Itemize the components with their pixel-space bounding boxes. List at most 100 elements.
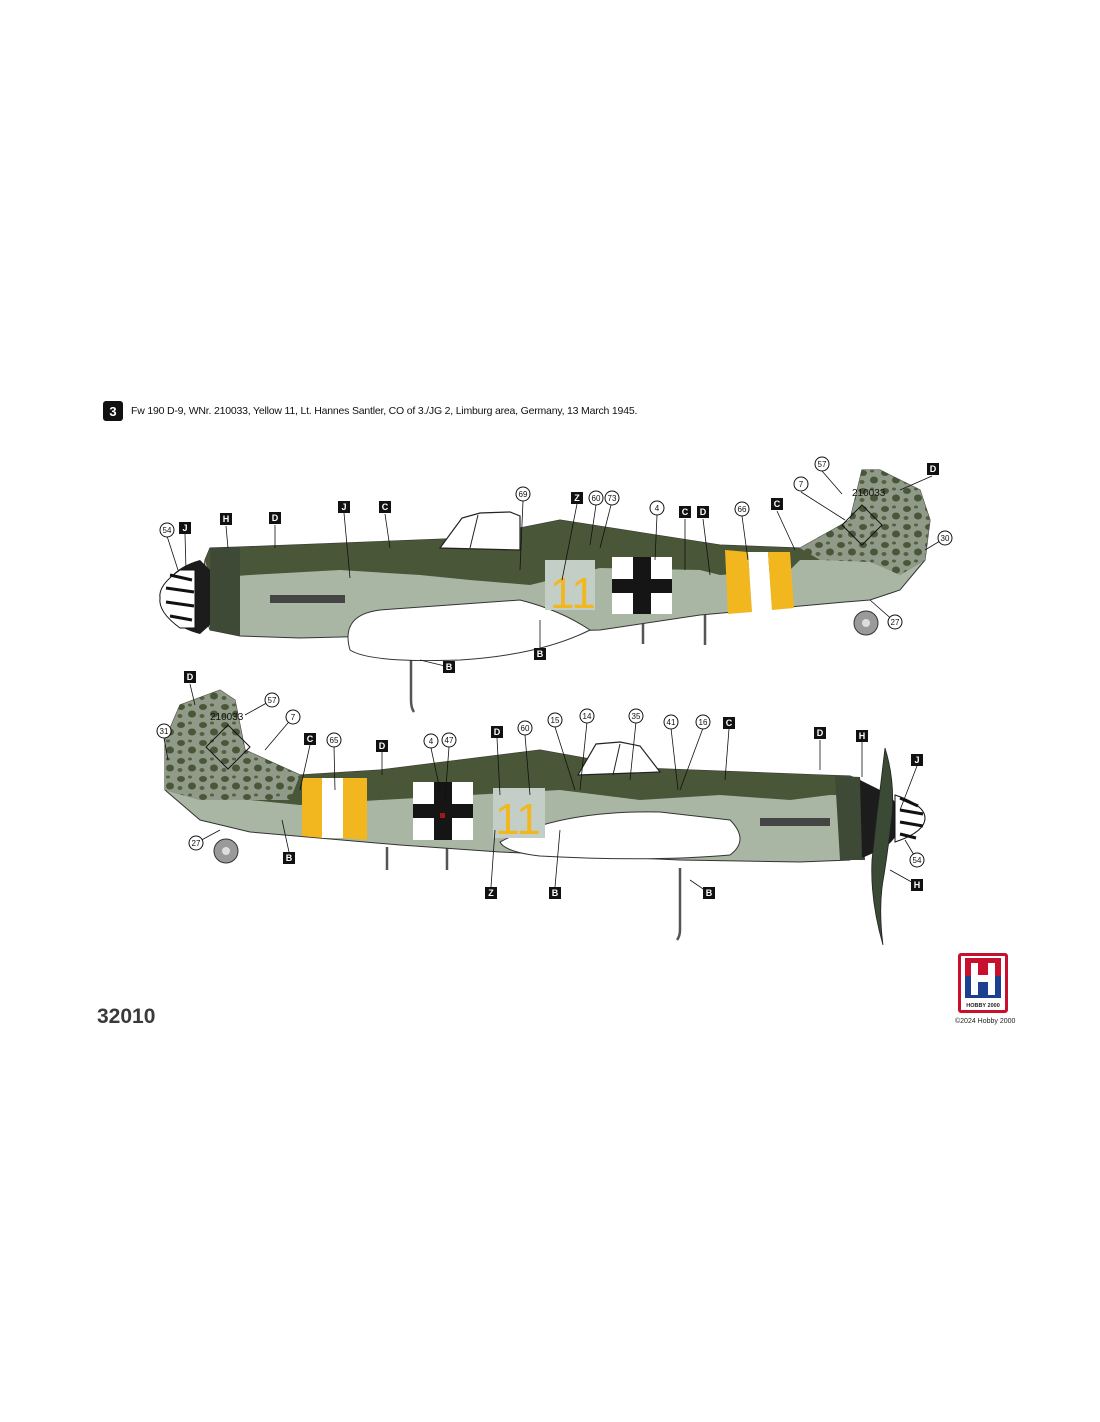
canopy-frame xyxy=(469,514,479,549)
callout-square: B xyxy=(549,887,561,899)
callout-square: H xyxy=(911,879,923,891)
callout-square: D xyxy=(491,726,503,738)
callout-circle: 73 xyxy=(604,490,620,506)
svg-text:B: B xyxy=(446,662,453,672)
callout-circle: 14 xyxy=(579,708,595,724)
svg-text:C: C xyxy=(774,499,781,509)
callout-circle: 66 xyxy=(734,501,750,517)
serial-number: 210033 xyxy=(210,712,244,723)
svg-text:60: 60 xyxy=(521,724,530,733)
hobby-2000-logo: HOBBY 2000 xyxy=(958,953,1008,1013)
callout-circle: 60 xyxy=(517,720,533,736)
svg-text:54: 54 xyxy=(913,856,922,865)
svg-text:69: 69 xyxy=(519,490,528,499)
svg-text:30: 30 xyxy=(941,534,950,543)
serial-number: 210033 xyxy=(852,488,886,499)
logo-text: HOBBY 2000 xyxy=(966,1003,1000,1009)
canopy-frame xyxy=(612,743,621,776)
copyright-notice: ©2024 Hobby 2000 xyxy=(955,1018,1016,1025)
h-logo-icon xyxy=(965,958,1001,998)
exhaust-stacks xyxy=(270,595,345,603)
tail-marking-outline xyxy=(841,504,883,546)
main-gear-leg xyxy=(409,632,416,713)
callout-circle: 65 xyxy=(326,732,342,748)
profile-number-badge: 3 xyxy=(103,401,123,421)
svg-text:D: D xyxy=(930,464,937,474)
svg-text:27: 27 xyxy=(192,839,201,848)
kit-number: 32010 xyxy=(97,1005,156,1028)
tail-mottle xyxy=(800,470,930,575)
callout-square: B xyxy=(703,887,715,899)
tail-mottle xyxy=(165,690,300,800)
svg-text:Z: Z xyxy=(574,493,580,503)
svg-text:B: B xyxy=(537,649,544,659)
svg-text:B: B xyxy=(286,853,293,863)
svg-text:14: 14 xyxy=(583,712,592,721)
svg-text:66: 66 xyxy=(738,505,747,514)
tail-wheel-hub xyxy=(862,619,870,627)
svg-text:65: 65 xyxy=(330,736,339,745)
callout-square: J xyxy=(338,501,350,513)
callout-square: D xyxy=(184,671,196,683)
callout-square: C xyxy=(679,506,691,518)
svg-text:4: 4 xyxy=(655,504,660,513)
svg-text:D: D xyxy=(494,727,501,737)
svg-text:D: D xyxy=(379,741,386,751)
aircraft-profile-right-side: 210033 11 xyxy=(164,689,926,946)
svg-text:Z: Z xyxy=(488,888,494,898)
svg-text:C: C xyxy=(726,718,733,728)
cowl-front xyxy=(210,547,240,636)
fuselage-band-white xyxy=(748,552,772,612)
cowl-front xyxy=(835,776,865,860)
callout-square: C xyxy=(771,498,783,510)
svg-text:C: C xyxy=(682,507,689,517)
fuselage-band-yellow xyxy=(343,778,367,840)
wing-root xyxy=(499,811,741,860)
svg-text:7: 7 xyxy=(799,480,804,489)
callout-square: B xyxy=(443,661,455,673)
profile-caption: 3 Fw 190 D-9, WNr. 210033, Yellow 11, Lt… xyxy=(103,400,637,422)
callout-circle: 7 xyxy=(285,709,301,725)
callout-circle: 54 xyxy=(909,852,925,868)
fuselage-band-white xyxy=(322,778,343,838)
svg-text:7: 7 xyxy=(291,713,296,722)
svg-text:H: H xyxy=(223,514,230,524)
svg-text:D: D xyxy=(817,728,824,738)
callouts-top-profile: 54 J H D J C 69 Z 60 73 4 C D 66 C 7 57 … xyxy=(159,456,953,673)
svg-text:31: 31 xyxy=(160,727,169,736)
svg-text:C: C xyxy=(307,734,314,744)
callout-square: Z xyxy=(485,887,497,899)
callout-circle: 35 xyxy=(628,708,644,724)
callout-square: C xyxy=(304,733,316,745)
tactical-number: 11 xyxy=(495,795,541,844)
callout-square: H xyxy=(220,513,232,525)
callout-circle: 31 xyxy=(156,723,172,739)
balkenkreuz-insignia xyxy=(413,782,473,840)
callout-circle: 7 xyxy=(793,476,809,492)
callout-square: B xyxy=(283,852,295,864)
svg-text:D: D xyxy=(272,513,279,523)
svg-text:H: H xyxy=(914,880,921,890)
spinner-spiral xyxy=(165,573,195,622)
callout-circle: 41 xyxy=(663,714,679,730)
svg-text:J: J xyxy=(182,523,187,533)
svg-text:4: 4 xyxy=(429,737,434,746)
callout-square: C xyxy=(723,717,735,729)
callout-circle: 47 xyxy=(441,732,457,748)
callout-square: D xyxy=(814,727,826,739)
callout-square: J xyxy=(911,754,923,766)
callout-square: D xyxy=(927,463,939,475)
svg-text:J: J xyxy=(914,755,919,765)
svg-text:D: D xyxy=(700,507,707,517)
callout-circle: 60 xyxy=(588,490,604,506)
svg-text:15: 15 xyxy=(551,716,560,725)
spinner-spiral xyxy=(899,796,924,840)
main-gear-leg xyxy=(675,868,682,941)
callout-square: B xyxy=(534,648,546,660)
svg-text:B: B xyxy=(552,888,559,898)
svg-text:D: D xyxy=(187,672,194,682)
fuselage-band-yellow xyxy=(302,778,322,838)
callout-circle: 57 xyxy=(814,456,830,472)
callouts-bottom-profile: D 57 7 31 C 65 D 4 47 D 60 15 14 35 41 1… xyxy=(156,671,925,899)
propeller-blade xyxy=(871,747,894,946)
